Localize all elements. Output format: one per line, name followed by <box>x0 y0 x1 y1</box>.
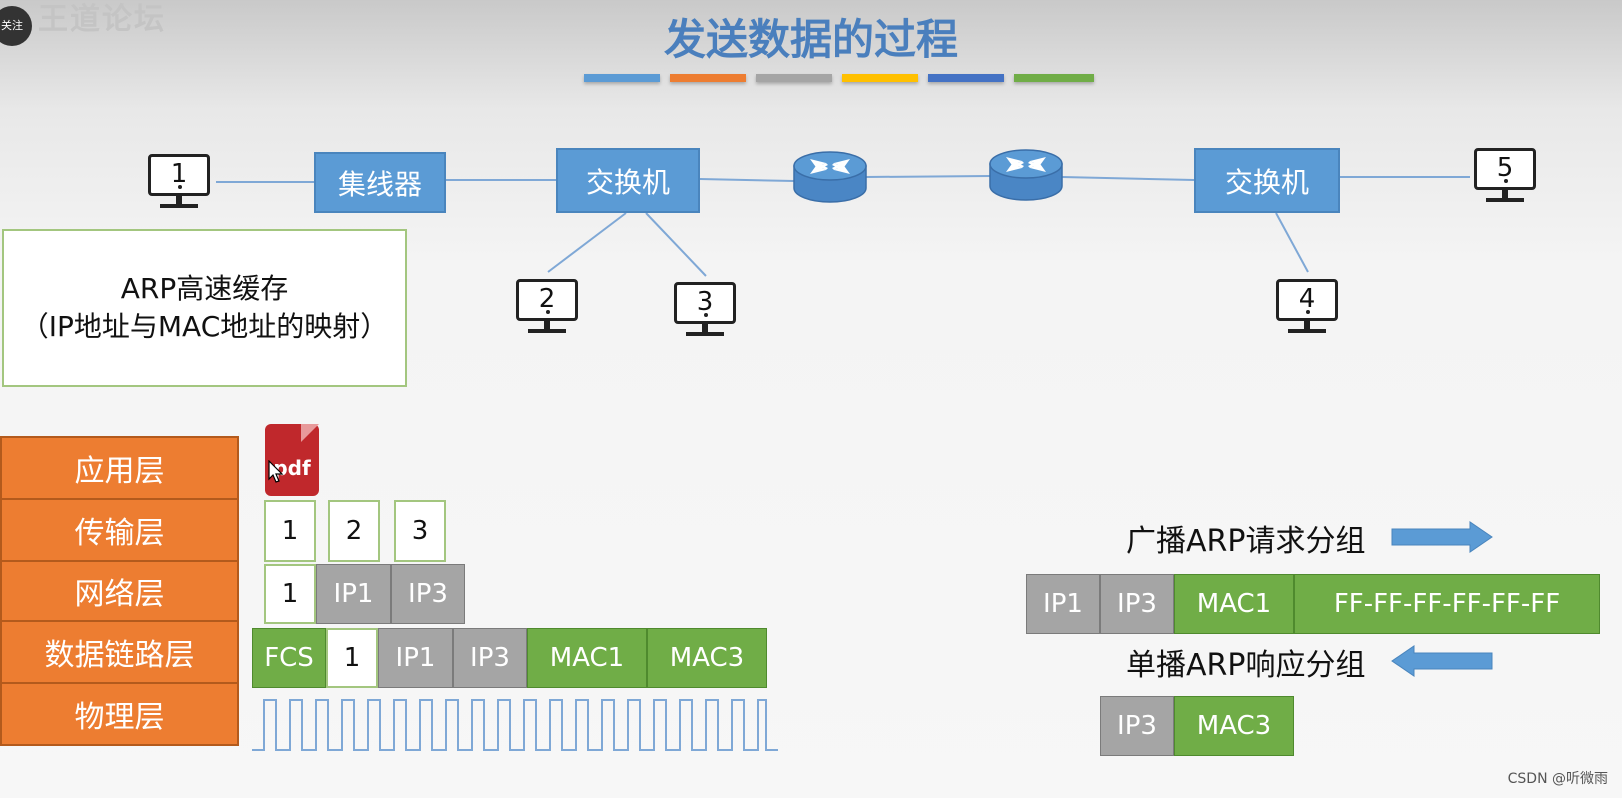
host-2: 2 <box>514 279 584 339</box>
broadcast-src-ip: IP1 <box>1026 574 1100 634</box>
cursor-icon <box>268 460 284 483</box>
frame-src-mac: MAC1 <box>527 628 647 688</box>
layer-transport: 传输层 <box>0 498 239 562</box>
color-bar-4 <box>842 74 918 82</box>
layer-network: 网络层 <box>0 560 239 622</box>
frame-dst-mac: MAC3 <box>647 628 767 688</box>
packet-src-ip: IP1 <box>316 564 391 624</box>
pdf-file-icon: pdf <box>265 424 319 496</box>
host-3: 3 <box>672 282 742 342</box>
frame-dst-ip: IP3 <box>453 628 527 688</box>
host-4-label: 4 <box>1276 279 1338 321</box>
follow-button[interactable]: 关注 <box>0 6 32 46</box>
color-bar-1 <box>584 74 660 82</box>
hub-device: 集线器 <box>314 152 446 213</box>
color-bar-5 <box>928 74 1004 82</box>
packet-data: 1 <box>264 564 316 624</box>
layer-physical: 物理层 <box>0 682 239 746</box>
credit-text: CSDN @听微雨 <box>1507 771 1608 787</box>
watermark: 王道论坛 <box>38 2 166 37</box>
color-bar-6 <box>1014 74 1094 82</box>
broadcast-src-mac: MAC1 <box>1174 574 1294 634</box>
host-4: 4 <box>1274 279 1344 339</box>
host-2-label: 2 <box>516 279 578 321</box>
host-3-label: 3 <box>674 282 736 324</box>
broadcast-dst-ip: IP3 <box>1100 574 1174 634</box>
frame-data: 1 <box>326 628 378 688</box>
packet-dst-ip: IP3 <box>391 564 465 624</box>
broadcast-dst-mac: FF-FF-FF-FF-FF-FF <box>1294 574 1600 634</box>
color-bar-3 <box>756 74 832 82</box>
hub-label: 集线器 <box>337 167 422 201</box>
switch-left-label: 交换机 <box>585 165 670 199</box>
segment-3: 3 <box>394 500 446 562</box>
host-1-label: 1 <box>148 154 210 196</box>
pdf-label: pdf <box>273 456 311 480</box>
switch-left: 交换机 <box>556 148 700 213</box>
unicast-arp-label: 单播ARP响应分组 <box>1126 648 1366 683</box>
network-links <box>216 175 1470 277</box>
switch-right: 交换机 <box>1194 148 1340 213</box>
segment-1: 1 <box>264 500 316 562</box>
arrow-right-icon <box>1391 521 1493 553</box>
switch-right-label: 交换机 <box>1224 165 1309 199</box>
unicast-src-ip: IP3 <box>1100 696 1174 756</box>
arp-cache-subtitle: （IP地址与MAC地址的映射） <box>20 310 389 343</box>
router-icon <box>793 151 867 203</box>
host-5: 5 <box>1472 148 1542 208</box>
frame-src-ip: IP1 <box>378 628 453 688</box>
host-1: 1 <box>146 154 216 214</box>
physical-signal-waveform <box>252 699 778 751</box>
segment-2: 2 <box>328 500 380 562</box>
color-bar-2 <box>670 74 746 82</box>
unicast-src-mac: MAC3 <box>1174 696 1294 756</box>
router-icon <box>989 149 1063 201</box>
arp-cache-box: ARP高速缓存 （IP地址与MAC地址的映射） <box>2 229 407 387</box>
host-5-label: 5 <box>1474 148 1536 190</box>
frame-fcs: FCS <box>252 628 326 688</box>
arrow-left-icon <box>1391 645 1493 677</box>
layer-datalink: 数据链路层 <box>0 620 239 684</box>
page-title: 发送数据的过程 <box>663 15 958 64</box>
broadcast-arp-label: 广播ARP请求分组 <box>1126 524 1366 559</box>
layer-application: 应用层 <box>0 436 239 500</box>
arp-cache-title: ARP高速缓存 <box>120 272 289 305</box>
